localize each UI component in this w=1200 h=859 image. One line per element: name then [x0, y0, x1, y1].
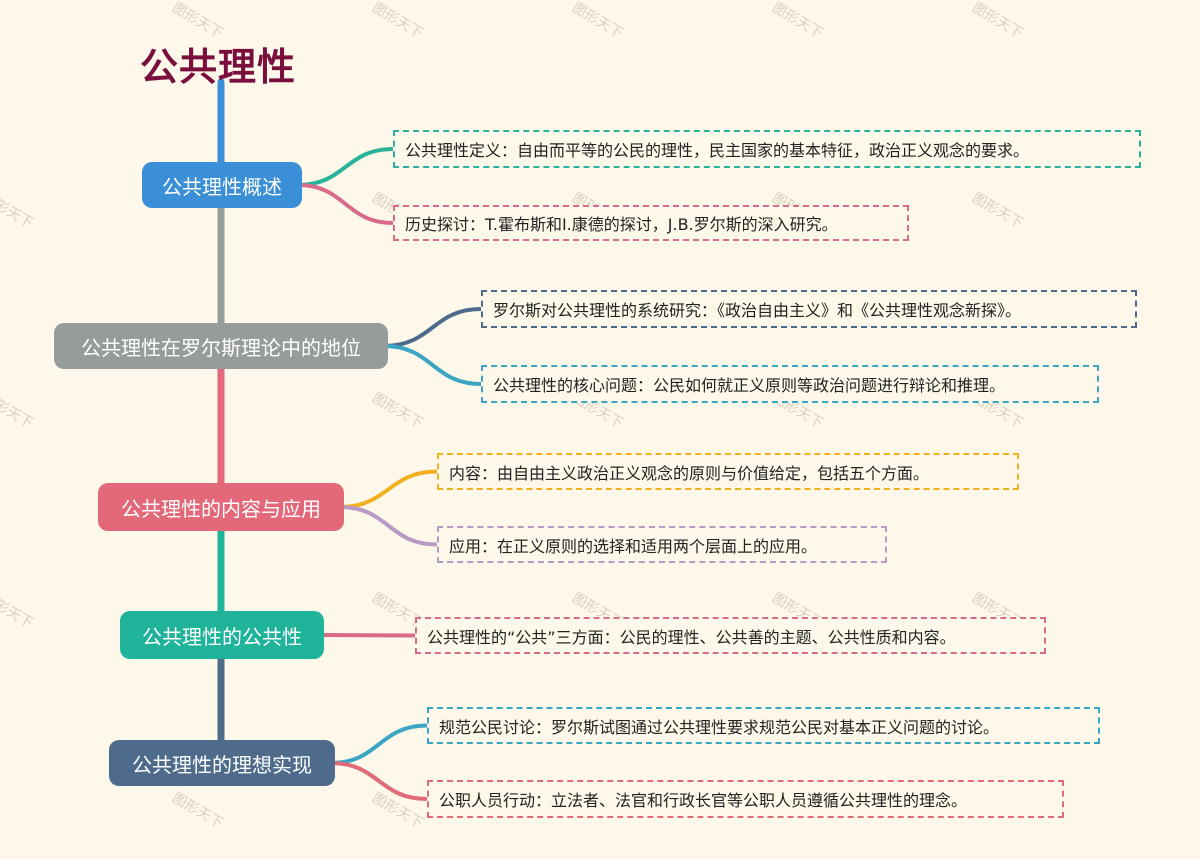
leaf-core-question[interactable]: 公共理性的核心问题：公民如何就正义原则等政治问题进行辩论和推理。 — [481, 365, 1099, 403]
leaf-content[interactable]: 内容：由自由主义政治正义观念的原则与价值给定，包括五个方面。 — [437, 453, 1019, 490]
branch-leaf-connector — [338, 469, 439, 509]
leaf-publicness-aspects[interactable]: 公共理性的“公共”三方面：公民的理性、公共善的主题、公共性质和内容。 — [415, 617, 1046, 654]
branch-leaf-connector — [296, 183, 395, 225]
branch-node-content-application[interactable]: 公共理性的内容与应用 — [98, 483, 344, 531]
branch-leaf-connector — [329, 723, 429, 765]
leaf-rawls-research[interactable]: 罗尔斯对公共理性的系统研究：《政治自由主义》和《公共理性观念新探》。 — [481, 290, 1137, 328]
branch-leaf-connector — [338, 505, 439, 547]
branch-leaf-connector — [329, 761, 429, 801]
branch-leaf-connector — [382, 307, 483, 348]
leaf-official-action[interactable]: 公职人员行动：立法者、法官和行政长官等公职人员遵循公共理性的理念。 — [427, 780, 1064, 818]
leaf-citizen-discussion[interactable]: 规范公民讨论：罗尔斯试图通过公共理性要求规范公民对基本正义问题的讨论。 — [427, 707, 1100, 744]
branch-leaf-connector — [382, 344, 483, 386]
branch-node-publicness[interactable]: 公共理性的公共性 — [120, 611, 324, 659]
mindmap-root-title: 公共理性 — [140, 45, 297, 89]
leaf-history[interactable]: 历史探讨：T.霍布斯和I.康德的探讨，J.B.罗尔斯的深入研究。 — [393, 205, 909, 241]
branch-leaf-connector — [296, 147, 395, 187]
branch-leaf-connector — [318, 633, 417, 638]
leaf-application[interactable]: 应用：在正义原则的选择和适用两个层面上的应用。 — [437, 526, 887, 563]
leaf-definition[interactable]: 公共理性定义：自由而平等的公民的理性，民主国家的基本特征，政治正义观念的要求。 — [393, 130, 1141, 168]
branch-node-rawls-position[interactable]: 公共理性在罗尔斯理论中的地位 — [54, 323, 388, 369]
branch-node-overview[interactable]: 公共理性概述 — [142, 162, 302, 208]
branch-node-ideal-realization[interactable]: 公共理性的理想实现 — [109, 740, 335, 786]
